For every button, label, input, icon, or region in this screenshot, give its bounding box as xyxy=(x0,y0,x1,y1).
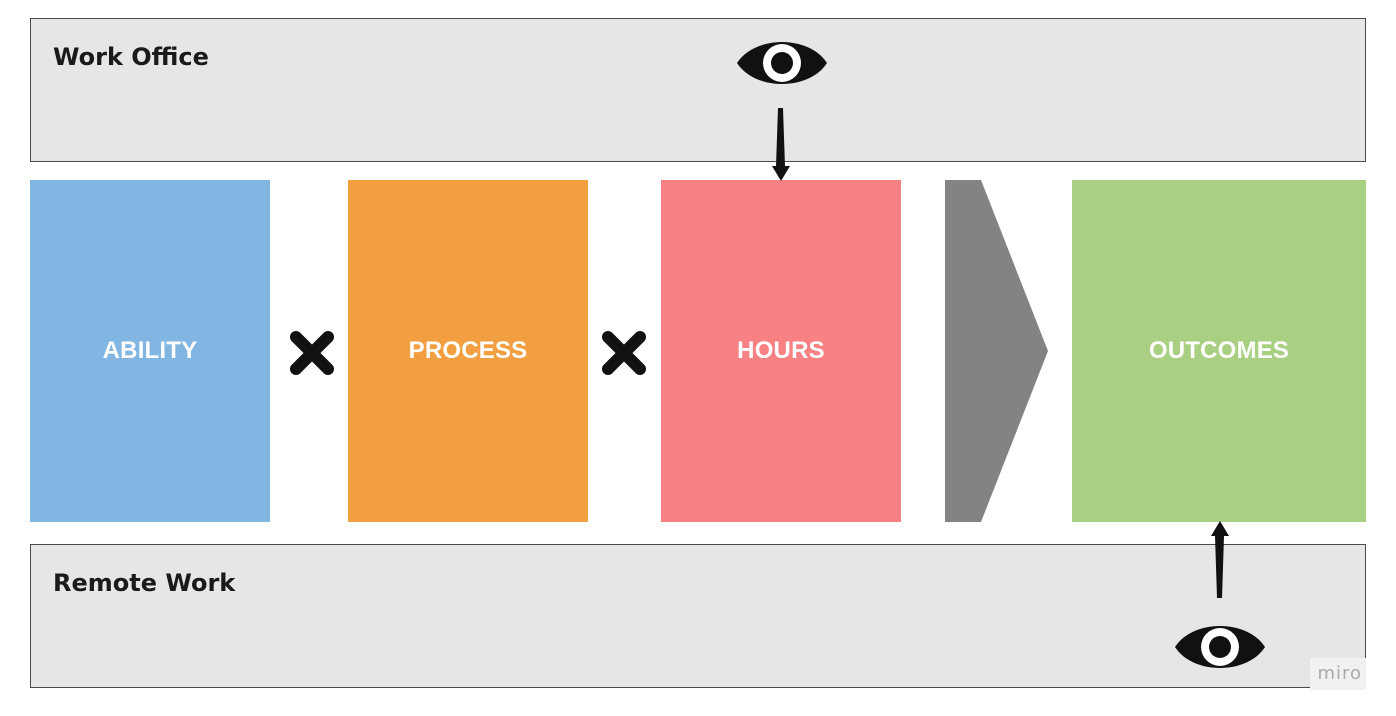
times-icon xyxy=(290,331,334,375)
box-ability-label: ABILITY xyxy=(102,337,198,364)
eye-icon xyxy=(1175,626,1265,668)
box-process: PROCESS xyxy=(348,180,588,522)
lane-work-office: Work Office xyxy=(30,18,1366,162)
box-outcomes: OUTCOMES xyxy=(1072,180,1366,522)
chevron-right-icon xyxy=(945,180,1048,522)
miro-watermark: miro xyxy=(1310,658,1366,690)
box-hours: HOURS xyxy=(661,180,901,522)
eye-icon xyxy=(737,42,827,84)
box-outcomes-label: OUTCOMES xyxy=(1148,337,1290,364)
lane-title-work-office: Work Office xyxy=(53,43,209,71)
lane-title-remote-work: Remote Work xyxy=(53,569,236,597)
lane-remote-work: Remote Work xyxy=(30,544,1366,688)
times-icon xyxy=(602,331,646,375)
box-ability: ABILITY xyxy=(30,180,270,522)
box-hours-label: HOURS xyxy=(737,337,825,364)
box-process-label: PROCESS xyxy=(408,337,528,364)
